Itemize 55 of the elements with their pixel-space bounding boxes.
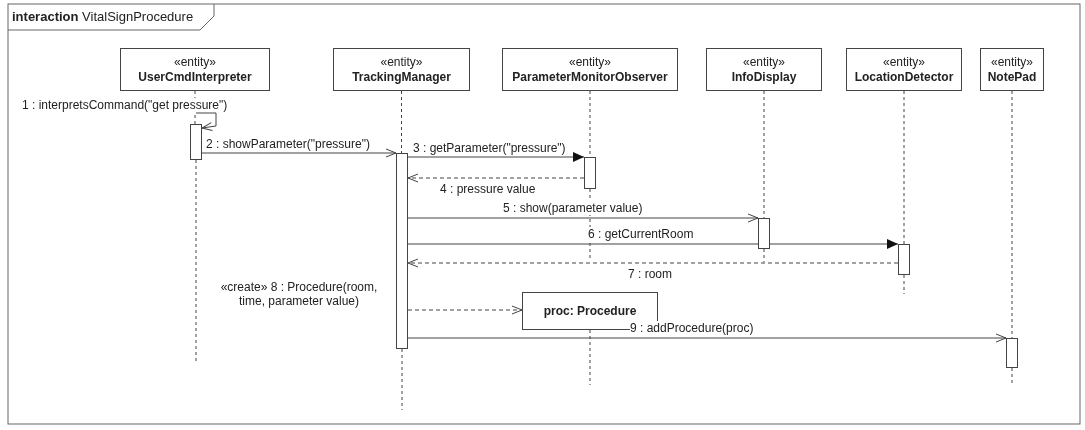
lifeline-head (980, 48, 1044, 91)
frame-title: interaction VitalSignProcedure (12, 10, 194, 24)
lifeline-head (502, 48, 678, 91)
stereotype-label: «entity» (569, 54, 611, 70)
lifeline (1011, 367, 1013, 386)
message-label: 7 : room (628, 267, 672, 281)
message-label: 3 : getParameter("pressure") (413, 141, 566, 155)
lifeline (763, 248, 765, 263)
stereotype-label: «entity» (174, 54, 216, 70)
message-arrow (407, 333, 1007, 343)
object-name: proc: Procedure (543, 303, 637, 319)
message-arrow (407, 239, 899, 249)
stereotype-label: «entity» (743, 54, 785, 70)
message-label: 1 : interpretsCommand("get pressure") (22, 98, 228, 112)
message-arrow (407, 152, 585, 162)
lifeline-name: UserCmdInterpreter (138, 69, 252, 85)
message-label: 4 : pressure value (440, 182, 536, 196)
activation-bar (758, 218, 770, 249)
lifeline (589, 329, 591, 386)
activation-bar (1006, 338, 1018, 368)
lifeline-name: ParameterMonitorObserver (512, 69, 668, 85)
activation-bar (396, 153, 408, 349)
lifeline (1011, 90, 1013, 339)
lifeline-head (846, 48, 962, 91)
stereotype-label: «entity» (991, 54, 1033, 70)
message-arrow (195, 112, 217, 132)
lifeline (194, 90, 196, 125)
message-label: 5 : show(parameter value) (503, 201, 643, 215)
lifeline-head (120, 48, 270, 91)
lifeline-name: InfoDisplay (731, 69, 797, 85)
message-arrow (407, 173, 585, 183)
lifeline-name: LocationDetector (854, 69, 954, 85)
message-label: 2 : showParameter("pressure") (206, 137, 370, 151)
lifeline (589, 188, 591, 259)
lifeline-name: NotePad (987, 69, 1037, 85)
message-arrow (201, 148, 397, 158)
activation-bar (898, 244, 910, 275)
message-arrow (407, 305, 523, 315)
lifeline (903, 274, 905, 295)
message-label: 9 : addProcedure(proc) (630, 321, 754, 335)
activation-bar (584, 157, 596, 189)
lifeline (401, 348, 403, 411)
lifeline (401, 90, 402, 154)
stereotype-label: «entity» (380, 54, 423, 70)
message-label: 6 : getCurrentRoom (588, 227, 694, 241)
activation-bar (190, 124, 202, 160)
lifeline (903, 90, 905, 245)
lifeline (195, 159, 197, 363)
lifeline-name: TrackingManager (352, 69, 451, 85)
lifeline-head (706, 48, 822, 91)
stereotype-label: «entity» (883, 54, 925, 70)
message-arrow (407, 213, 759, 223)
lifeline (763, 90, 765, 219)
message-arrow (407, 258, 899, 268)
lifeline-head (333, 48, 470, 91)
